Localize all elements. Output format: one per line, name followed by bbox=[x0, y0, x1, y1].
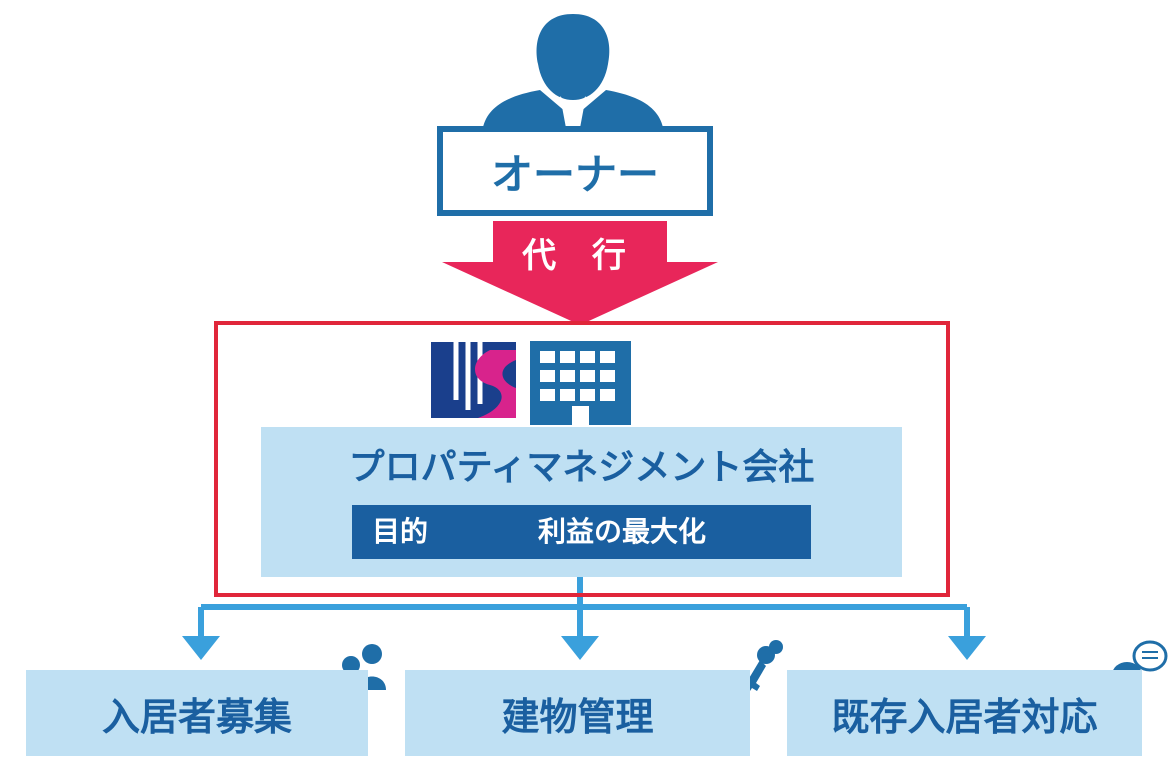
connector-arrowheads bbox=[182, 636, 986, 660]
purpose-label: 目的 bbox=[372, 515, 429, 548]
building-icon bbox=[530, 341, 631, 425]
owner-box: オーナー bbox=[437, 126, 713, 216]
service-box-tenant-recruitment: 入居者募集 bbox=[26, 670, 368, 756]
service-label: 既存入居者対応 bbox=[831, 694, 1098, 739]
purpose-band bbox=[352, 505, 811, 559]
company-logo bbox=[431, 342, 516, 418]
delegation-arrow bbox=[442, 221, 718, 325]
service-label: 入居者募集 bbox=[101, 694, 292, 739]
highlight-frame bbox=[214, 321, 950, 597]
owner-person-icon bbox=[482, 14, 664, 134]
company-title: プロパティマネジメント会社 bbox=[348, 447, 815, 488]
service-label: 建物管理 bbox=[501, 694, 654, 739]
owner-label: オーナー bbox=[490, 149, 659, 199]
purpose-value: 利益の最大化 bbox=[538, 515, 707, 548]
service-box-existing-tenant-support: 既存入居者対応 bbox=[787, 670, 1142, 756]
delegation-label: 代 行 bbox=[522, 236, 638, 276]
service-box-building-management: 建物管理 bbox=[405, 670, 750, 756]
